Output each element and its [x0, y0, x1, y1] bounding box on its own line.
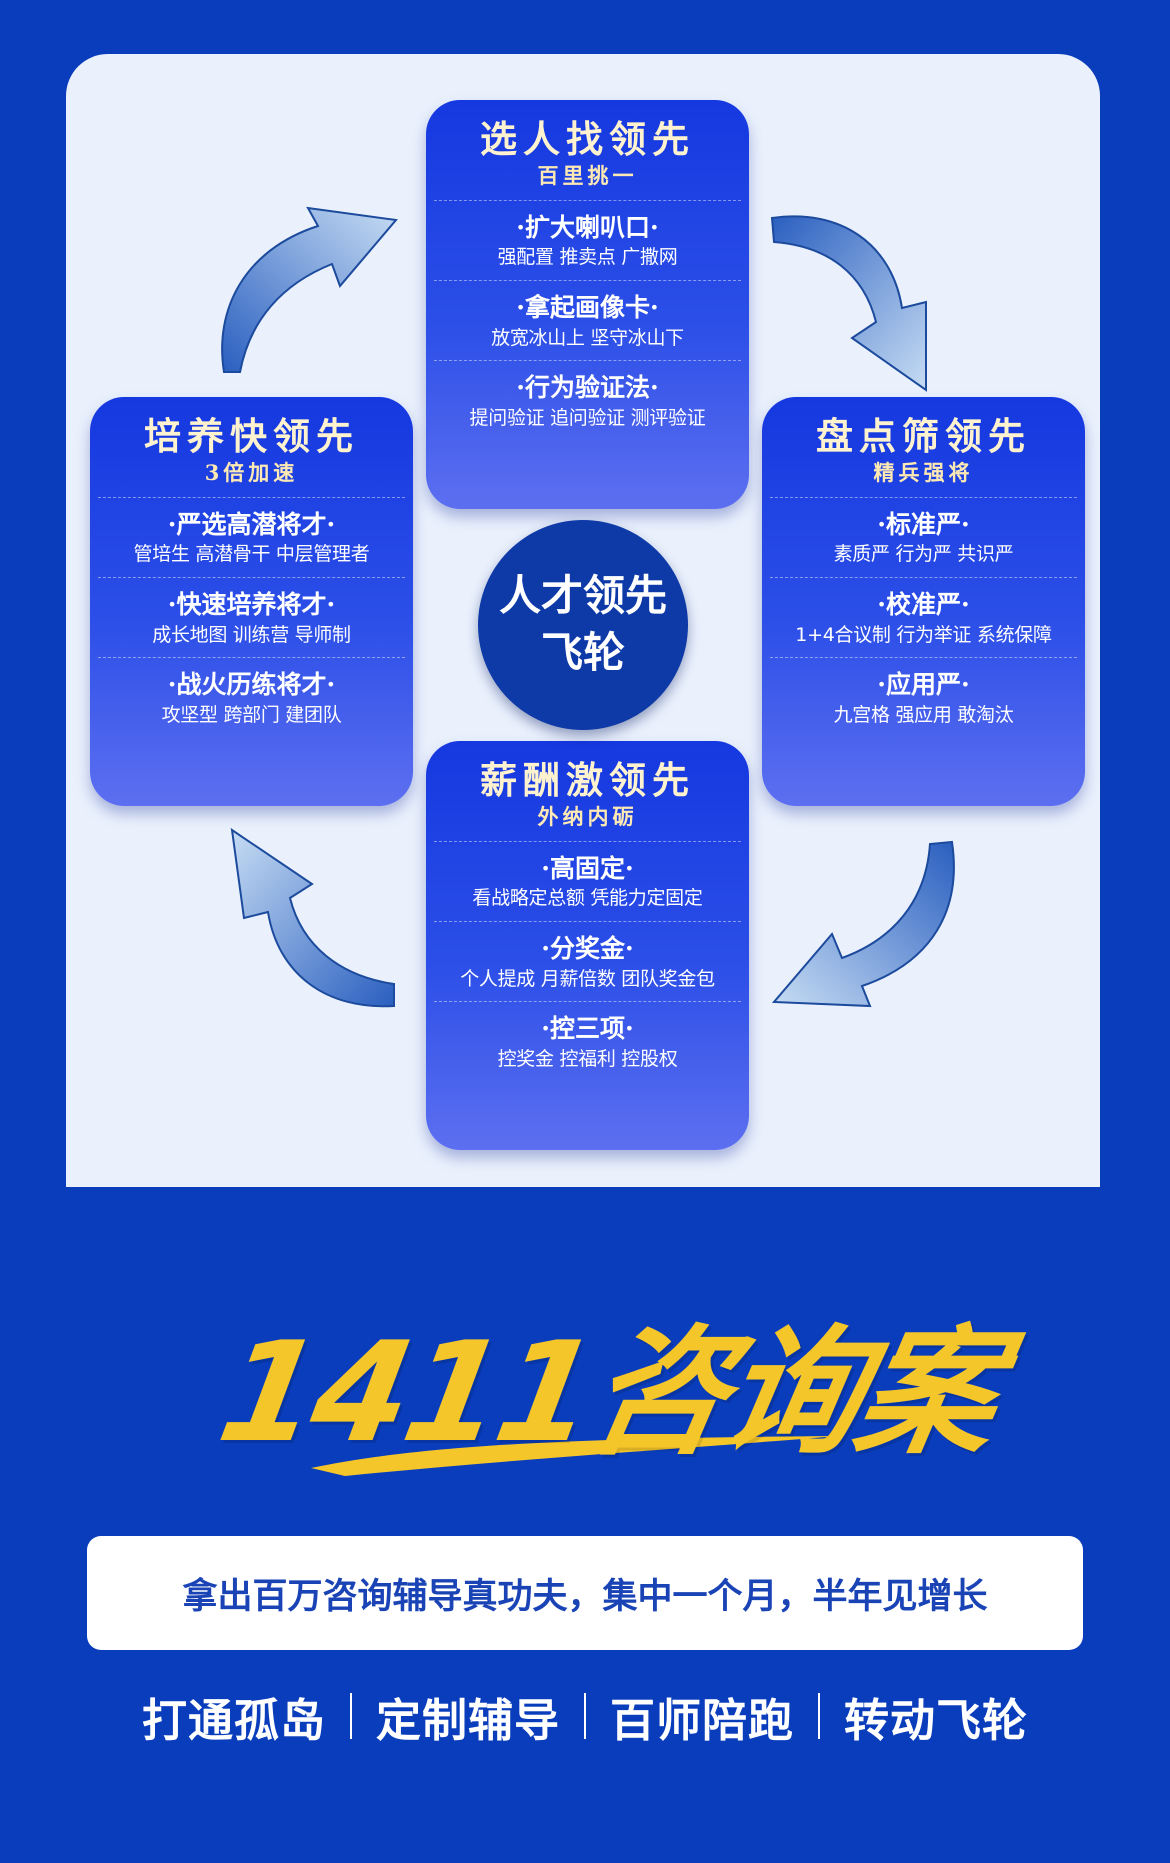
section-text: 个人提成 月薪倍数 团队奖金包 — [460, 967, 715, 990]
section-heading: ·校准严· — [877, 589, 970, 619]
section-text: 1+4合议制 行为举证 系统保障 — [795, 623, 1052, 646]
section-heading: ·高固定· — [541, 853, 634, 883]
curved-arrow-top-left-icon — [221, 206, 398, 373]
card-compensation: 薪酬激领先 外纳内砺 ·高固定· 看战略定总额 凭能力定固定 ·分奖金· 个人提… — [426, 741, 749, 1150]
section-heading: ·控三项· — [541, 1014, 634, 1044]
section-heading: ·战火历练将才· — [167, 670, 336, 700]
card-section: ·扩大喇叭口· 强配置 推卖点 广撒网 — [434, 199, 741, 280]
section-heading: ·拿起画像卡· — [516, 292, 659, 322]
card-subtitle: 3倍加速 — [204, 460, 299, 486]
curved-arrow-bottom-left-icon — [230, 827, 395, 1008]
card-subtitle: 外纳内砺 — [537, 804, 638, 830]
card-inventory-screening: 盘点筛领先 精兵强将 ·标准严· 素质严 行为严 共识严 ·校准严· 1+4合议… — [762, 397, 1085, 806]
tagline-banner: 拿出百万咨询辅导真功夫，集中一个月，半年见增长 — [87, 1536, 1083, 1650]
card-title: 选人找领先 — [480, 117, 695, 161]
section-text: 攻坚型 跨部门 建团队 — [161, 703, 342, 726]
card-subtitle: 百里挑一 — [537, 163, 638, 189]
card-section: ·快速培养将才· 成长地图 训练营 导师制 — [98, 576, 405, 657]
feature-2: 定制辅导 — [375, 1693, 560, 1747]
section-text: 看战略定总额 凭能力定固定 — [472, 887, 703, 910]
section-text: 管培生 高潜骨干 中层管理者 — [133, 543, 370, 566]
hub-line-2: 飞轮 — [540, 628, 625, 677]
section-text: 九宫格 强应用 敢淘汰 — [833, 703, 1014, 726]
footer-features: 打通孤岛 定制辅导 百师陪跑 转动飞轮 — [87, 1680, 1083, 1752]
flywheel-hub: 人才领先 飞轮 — [478, 520, 688, 730]
section-heading: ·严选高潜将才· — [167, 509, 336, 539]
section-heading: ·分奖金· — [541, 933, 634, 963]
card-section: ·拿起画像卡· 放宽冰山上 坚守冰山下 — [434, 279, 741, 360]
card-section: ·标准严· 素质严 行为严 共识严 — [770, 496, 1077, 577]
card-section: ·严选高潜将才· 管培生 高潜骨干 中层管理者 — [98, 496, 405, 577]
feature-1: 打通孤岛 — [141, 1693, 326, 1747]
section-heading: ·行为验证法· — [516, 373, 659, 403]
card-fast-training: 培养快领先 3倍加速 ·严选高潜将才· 管培生 高潜骨干 中层管理者 ·快速培养… — [90, 397, 413, 806]
divider — [818, 1693, 821, 1739]
section-heading: ·快速培养将才· — [167, 589, 336, 619]
feature-3: 百师陪跑 — [610, 1693, 795, 1747]
section-heading: ·扩大喇叭口· — [516, 212, 659, 242]
curved-arrow-top-right-icon — [770, 215, 927, 392]
divider — [584, 1693, 586, 1739]
divider — [349, 1693, 352, 1739]
hub-line-1: 人才领先 — [498, 571, 667, 621]
card-select-talent: 选人找领先 百里挑一 ·扩大喇叭口· 强配置 推卖点 广撒网 ·拿起画像卡· 放… — [426, 100, 749, 509]
card-section: ·分奖金· 个人提成 月薪倍数 团队奖金包 — [434, 920, 741, 1001]
card-title: 盘点筛领先 — [816, 414, 1031, 458]
section-heading: ·应用严· — [877, 670, 970, 700]
feature-4: 转动飞轮 — [844, 1693, 1029, 1747]
brush-stroke-icon — [311, 1436, 839, 1476]
tagline-text: 拿出百万咨询辅导真功夫，集中一个月，半年见增长 — [182, 1576, 988, 1617]
section-text: 放宽冰山上 坚守冰山下 — [491, 326, 684, 349]
card-section: ·行为验证法· 提问验证 追问验证 测评验证 — [434, 360, 741, 440]
section-text: 素质严 行为严 共识严 — [833, 543, 1014, 566]
card-title: 培养快领先 — [144, 414, 359, 458]
card-title: 薪酬激领先 — [480, 758, 695, 802]
section-text: 强配置 推卖点 广撒网 — [497, 246, 678, 269]
brand-title: 1411咨询案 — [208, 1312, 1008, 1473]
section-text: 提问验证 追问验证 测评验证 — [469, 406, 706, 429]
card-section: ·控三项· 控奖金 控福利 控股权 — [434, 1001, 741, 1081]
section-heading: ·标准严· — [877, 509, 970, 539]
card-section: ·应用严· 九宫格 强应用 敢淘汰 — [770, 657, 1077, 737]
card-subtitle: 精兵强将 — [873, 460, 974, 486]
card-section: ·战火历练将才· 攻坚型 跨部门 建团队 — [98, 657, 405, 737]
card-section: ·校准严· 1+4合议制 行为举证 系统保障 — [770, 576, 1077, 657]
card-section: ·高固定· 看战略定总额 凭能力定固定 — [434, 840, 741, 921]
section-text: 控奖金 控福利 控股权 — [497, 1047, 678, 1070]
brand-logo: 1411咨询案 — [209, 1280, 1007, 1480]
section-text: 成长地图 训练营 导师制 — [152, 623, 351, 646]
curved-arrow-bottom-right-icon — [771, 840, 955, 1008]
